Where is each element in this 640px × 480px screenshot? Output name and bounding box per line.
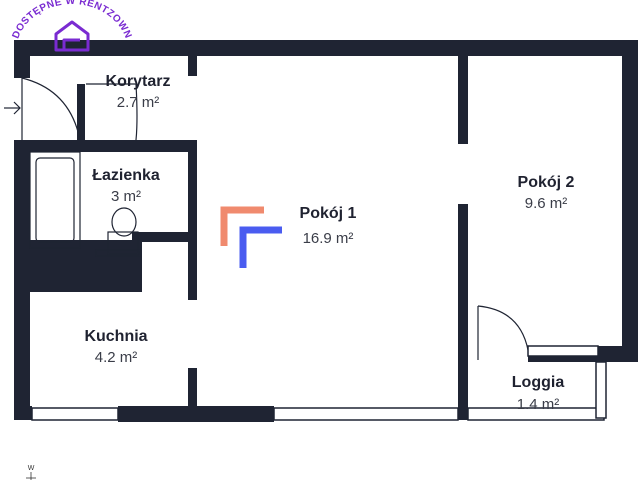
compass-arrow-icon bbox=[26, 472, 36, 480]
logo-blue-mark bbox=[239, 226, 282, 268]
room-loggia-name: Loggia bbox=[512, 374, 565, 391]
doors bbox=[21, 77, 529, 360]
entry-door-swing bbox=[21, 77, 81, 141]
room-loggia-area: 1.4 m² bbox=[517, 396, 560, 413]
room-pokoj-1-name: Pokój 1 bbox=[300, 205, 357, 222]
wall-bathroom-top bbox=[22, 140, 194, 152]
room-korytarz-name: Korytarz bbox=[106, 73, 171, 90]
washbasin bbox=[95, 249, 141, 257]
room-labels: Korytarz 2.7 m² Łazienka 3 m² Pokój 1 16… bbox=[84, 73, 574, 413]
room-pokoj-2-area: 9.6 m² bbox=[525, 195, 568, 212]
bathtub bbox=[29, 151, 81, 249]
wall-partition-2a bbox=[458, 56, 468, 144]
window-pokoj-1 bbox=[273, 407, 459, 421]
wall-partition-2b bbox=[458, 204, 468, 420]
toilet-bowl bbox=[111, 207, 137, 237]
loggia-door-swing bbox=[477, 305, 529, 351]
room-pokoj-2-name: Pokój 2 bbox=[518, 174, 575, 191]
wall-bottom-mid bbox=[118, 406, 274, 422]
room-kuchnia-name: Kuchnia bbox=[84, 328, 147, 345]
house-icon bbox=[54, 20, 90, 52]
compass: W bbox=[26, 465, 36, 480]
wall-partition-1a bbox=[188, 56, 197, 76]
room-kuchnia-area: 4.2 m² bbox=[95, 349, 138, 366]
room-lazienka-name: Łazienka bbox=[92, 167, 160, 184]
window-pokoj-2 bbox=[527, 345, 599, 357]
room-lazienka-area: 3 m² bbox=[111, 188, 141, 205]
windows bbox=[31, 345, 607, 421]
entry-arrow-icon bbox=[4, 101, 21, 115]
wall-shaft-top bbox=[132, 232, 194, 242]
corridor-door-swing bbox=[135, 83, 138, 141]
room-pokoj-1-area: 16.9 m² bbox=[303, 230, 354, 247]
wall-shaft-side bbox=[132, 232, 142, 292]
wall-partition-1b bbox=[188, 140, 197, 300]
wall-left-upper bbox=[14, 40, 30, 78]
wall-right bbox=[622, 40, 638, 362]
badge-text: DOSTĘPNE W RENTZOWN bbox=[10, 0, 133, 40]
window-loggia-side bbox=[595, 361, 607, 419]
logo-orange-mark bbox=[220, 206, 264, 246]
bathtub-basin bbox=[35, 157, 75, 243]
wall-bottom-left bbox=[14, 406, 32, 420]
compass-label: W bbox=[28, 465, 35, 472]
wall-partition-1c bbox=[188, 368, 197, 408]
room-korytarz-area: 2.7 m² bbox=[117, 94, 160, 111]
wall-bathroom-bottom bbox=[22, 240, 132, 292]
toilet-tank bbox=[107, 231, 139, 255]
wall-corridor-inner bbox=[77, 84, 85, 146]
wall-top bbox=[22, 40, 638, 56]
watermark-logo bbox=[220, 206, 282, 268]
window-kuchnia bbox=[31, 407, 119, 421]
fixtures bbox=[29, 151, 141, 257]
